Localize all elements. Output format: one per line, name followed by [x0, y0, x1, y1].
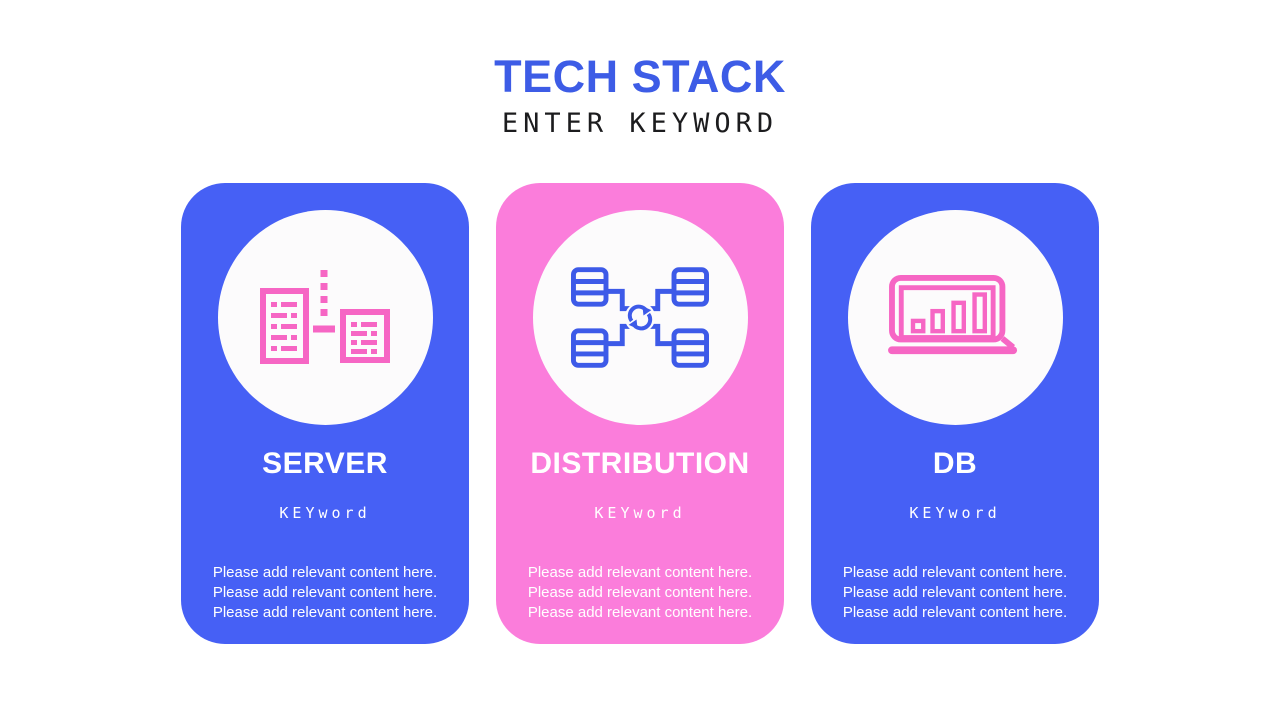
content-line: Please add relevant content here.: [527, 583, 753, 601]
card-distribution-content: Please add relevant content here. Please…: [496, 563, 784, 623]
content-line: Please add relevant content here.: [212, 583, 438, 601]
content-line: Please add relevant content here.: [527, 563, 753, 581]
content-line: Please add relevant content here.: [842, 603, 1068, 621]
card-db-content: Please add relevant content here. Please…: [811, 563, 1099, 623]
content-line: Please add relevant content here.: [842, 583, 1068, 601]
laptop-bar-chart-icon: [887, 274, 1017, 355]
card-distribution: DISTRIBUTION KEYword Please add relevant…: [496, 182, 784, 644]
card-distribution-keyword: KEYword: [594, 503, 686, 522]
card-server-icon-circle: [217, 209, 433, 425]
content-line: Please add relevant content here.: [842, 563, 1068, 581]
page-subtitle: ENTER KEYWORD: [501, 107, 779, 139]
card-server: SERVER KEYword Please add relevant conte…: [181, 182, 469, 644]
card-server-content: Please add relevant content here. Please…: [181, 563, 469, 623]
slide-header: TECH STACK ENTER KEYWORD: [0, 0, 1280, 139]
content-line: Please add relevant content here.: [212, 603, 438, 621]
content-line: Please add relevant content here.: [212, 563, 438, 581]
card-distribution-title: DISTRIBUTION: [530, 446, 750, 480]
distribution-sync-icon: [571, 266, 709, 368]
content-line: Please add relevant content here.: [527, 603, 753, 621]
page-title: TECH STACK: [494, 51, 786, 102]
card-db-title: DB: [932, 446, 978, 480]
server-icon: [260, 270, 390, 364]
card-server-title: SERVER: [262, 446, 388, 480]
cards-row: SERVER KEYword Please add relevant conte…: [0, 182, 1280, 644]
card-distribution-icon-circle: [532, 209, 748, 425]
card-server-keyword: KEYword: [279, 503, 371, 522]
card-db-keyword: KEYword: [909, 503, 1001, 522]
card-db: DB KEYword Please add relevant content h…: [811, 182, 1099, 644]
card-db-icon-circle: [847, 209, 1063, 425]
